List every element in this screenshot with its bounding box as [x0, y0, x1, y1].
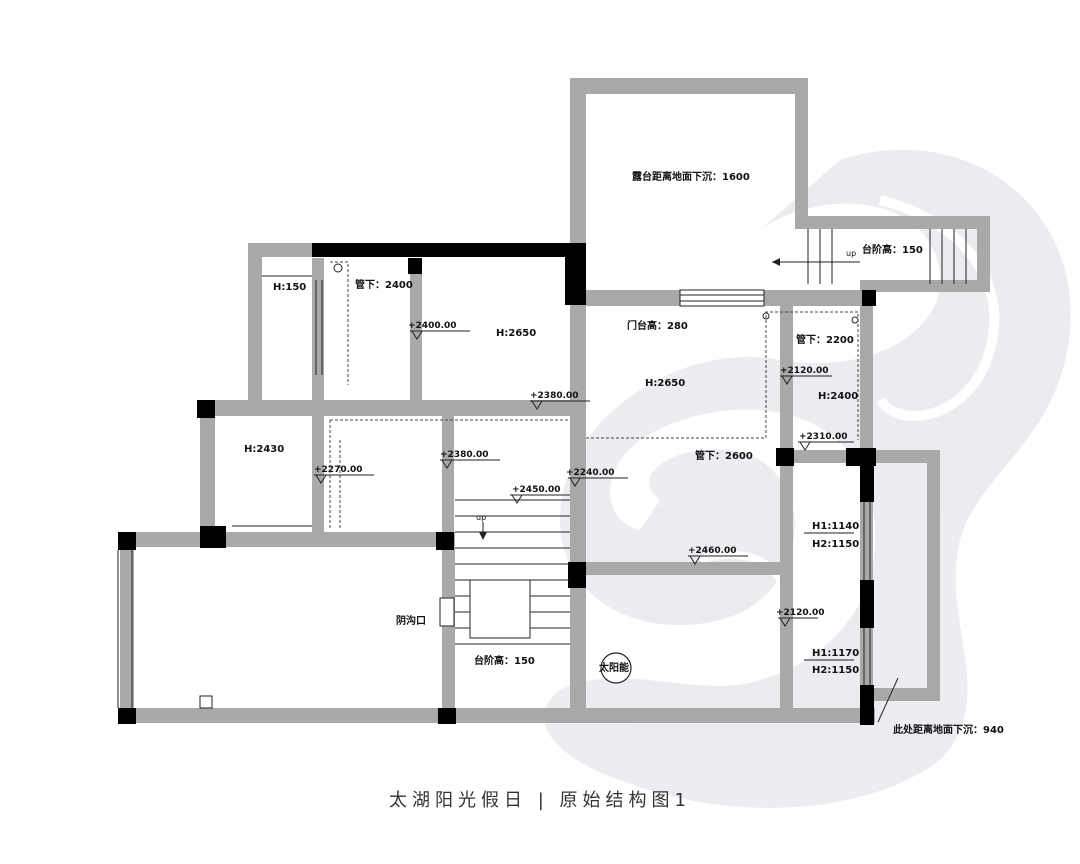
label-h2400: H:2400 — [818, 391, 858, 402]
elev-2380-b: +2380.00 — [440, 450, 489, 460]
label-door-step: 门台高：280 — [627, 319, 688, 332]
label-h2650-a: H:2650 — [496, 328, 536, 339]
elevation-marker — [798, 441, 854, 451]
label-h2-1150-b: H2:1150 — [812, 665, 859, 676]
elev-2120-a: +2120.00 — [780, 366, 829, 376]
label-h2430: H:2430 — [244, 444, 284, 455]
label-sunk-940: 此处距离地面下沉：940 — [893, 723, 1004, 736]
label-drain: 阴沟口 — [396, 614, 426, 627]
label-pipe-2400: 管下：2400 — [355, 278, 413, 291]
elev-2120-b: +2120.00 — [776, 608, 825, 618]
main-stairs — [439, 499, 570, 645]
stair-up-top: up — [846, 249, 856, 258]
doorway-window-top — [679, 289, 765, 307]
label-pipe-2200: 管下：2200 — [796, 333, 854, 346]
elev-2400: +2400.00 — [408, 321, 457, 331]
label-h150: H:150 — [273, 282, 306, 293]
label-terrace: 露台距离地面下沉：1600 — [632, 170, 750, 183]
elev-2460: +2460.00 — [688, 546, 737, 556]
elevation-marker — [410, 330, 470, 340]
elevation-labels: +2400.00 +2380.00 +2120.00 +2310.00 +227… — [314, 321, 848, 618]
elevation-marker — [510, 494, 570, 504]
stair-up-main: up — [476, 513, 486, 522]
solar-heater — [600, 652, 632, 684]
elev-2240: +2240.00 — [566, 468, 615, 478]
label-pipe-2600: 管下：2600 — [695, 449, 753, 462]
label-h2-1150-a: H2:1150 — [812, 539, 859, 550]
room-labels: 露台距离地面下沉：1600 台阶高：150 H:150 管下：2400 H:26… — [244, 170, 1004, 736]
elevation-marker — [778, 617, 818, 627]
elev-2380-a: +2380.00 — [530, 391, 579, 401]
elev-2310: +2310.00 — [799, 432, 848, 442]
elev-2450: +2450.00 — [512, 485, 561, 495]
label-step-bottom: 台阶高：150 — [474, 654, 535, 667]
stair-direction-labels: up up — [476, 249, 856, 522]
label-solar: 太阳能 — [598, 661, 629, 674]
top-right-stairs — [772, 229, 967, 284]
label-h1-1140: H1:1140 — [812, 521, 859, 532]
label-step-top: 台阶高：150 — [862, 243, 923, 256]
elevation-marker — [440, 459, 500, 469]
elevation-marker — [568, 477, 628, 487]
drawing-caption: 太湖阳光假日 | 原始结构图1 — [389, 790, 691, 811]
elev-2270: +2270.00 — [314, 465, 363, 475]
elevation-marker — [530, 400, 590, 410]
elevation-marker — [314, 474, 374, 484]
elevation-marker — [780, 375, 832, 385]
structural-columns — [118, 243, 876, 725]
elevation-markers — [314, 330, 899, 723]
label-h1-1170: H1:1170 — [812, 648, 859, 659]
window-lines — [117, 275, 871, 709]
elevation-marker — [688, 555, 748, 565]
label-h2650-b: H:2650 — [645, 378, 685, 389]
